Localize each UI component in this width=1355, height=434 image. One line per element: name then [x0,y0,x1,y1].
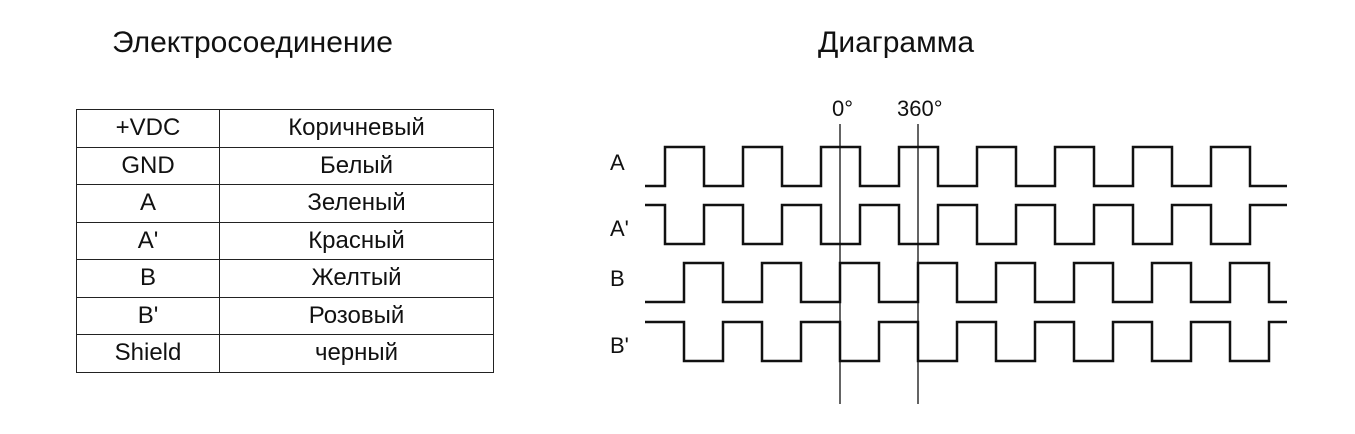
channel-label-b-inverted: B' [610,333,629,358]
diagram-title: Диаграмма [818,26,975,59]
signal-cell: Shield [76,334,220,373]
table-row: GND Белый [76,146,494,185]
wire-color-cell: Желтый [219,259,494,298]
wiring-table: +VDC Коричневый GND Белый A Зеленый A' К… [76,109,494,373]
wire-color-cell: Зеленый [219,184,494,223]
signal-cell: +VDC [76,109,220,148]
channel-label-a-inverted: A' [610,216,629,241]
wire-color-cell: Красный [219,221,494,260]
waveform-b [645,261,1287,304]
channel-label-a: A [610,150,625,175]
wire-color-cell: Белый [219,146,494,185]
table-row: A Зеленый [76,184,494,223]
connection-title: Электросоединение [112,26,393,59]
table-row: B Желтый [76,259,494,298]
signal-cell: B' [76,296,220,335]
table-row: +VDC Коричневый [76,109,494,148]
table-row: Shield черный [76,334,494,373]
marker-label-360: 360° [897,96,943,121]
signal-cell: GND [76,146,220,185]
channel-label-b: B [610,266,625,291]
table-row: A' Красный [76,221,494,260]
waveform-a [645,145,1287,188]
waveform-a-inverted [645,203,1287,246]
marker-label-0: 0° [832,96,853,121]
wire-color-cell: черный [219,334,494,373]
wire-color-cell: Розовый [219,296,494,335]
table-row: B' Розовый [76,296,494,335]
signal-cell: A' [76,221,220,260]
waveform-b-inverted [645,320,1287,363]
signal-cell: B [76,259,220,298]
